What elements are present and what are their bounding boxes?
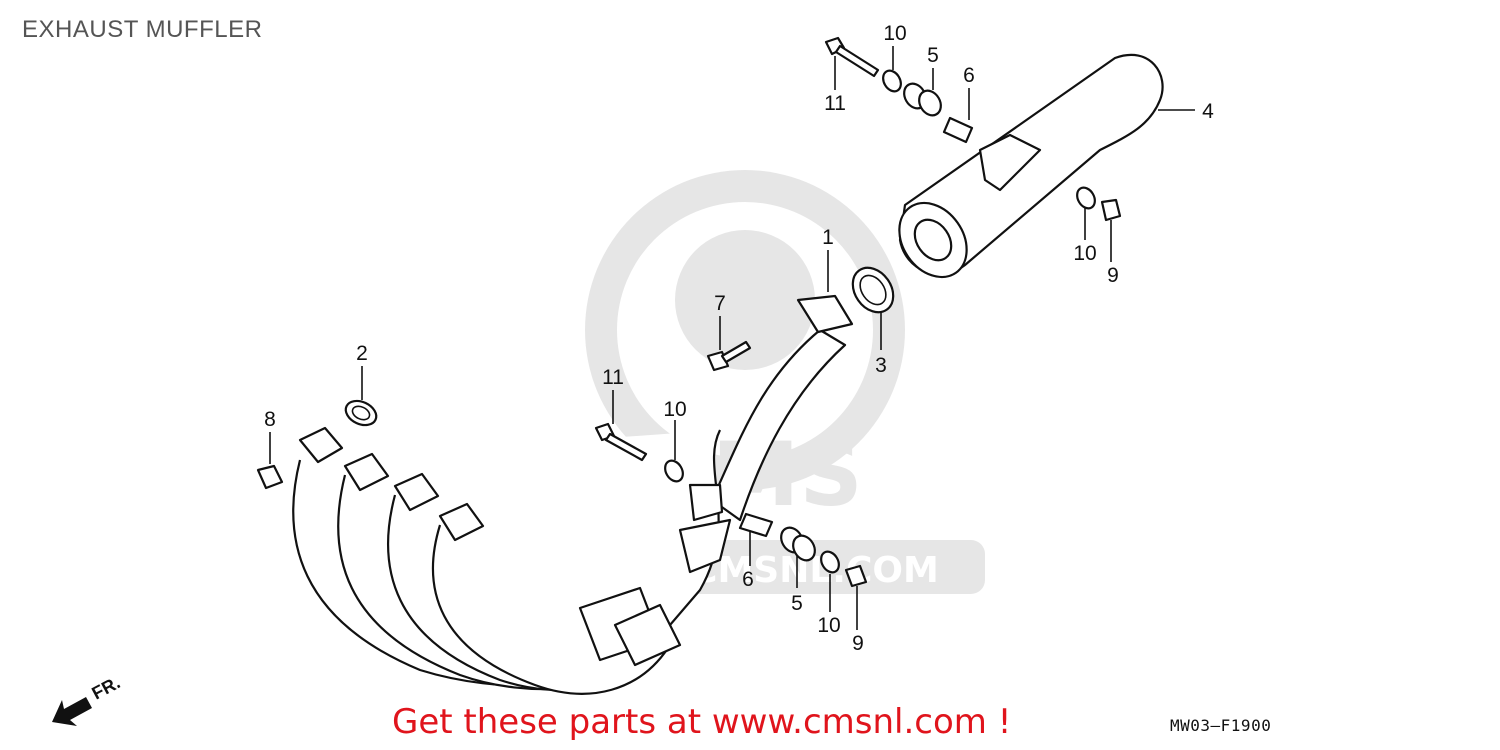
bolt-11-bottom — [594, 422, 648, 462]
callout-9-bottom: 9 — [852, 632, 864, 655]
callout-5-bottom: 5 — [791, 592, 803, 615]
diagram-code: MW03–F1900 — [1170, 716, 1272, 735]
callout-11-mid: 11 — [602, 366, 624, 389]
callout-2: 2 — [356, 342, 368, 365]
callout-11-top: 11 — [824, 92, 846, 115]
callout-10-top: 10 — [883, 22, 906, 45]
callout-5-top: 5 — [927, 44, 939, 67]
callout-7: 7 — [714, 292, 726, 315]
bolt-7 — [706, 340, 752, 372]
nut-8 — [256, 464, 284, 490]
callout-10-mid: 10 — [663, 398, 686, 421]
muffler-4 — [898, 53, 1164, 279]
callout-6-top: 6 — [963, 64, 975, 87]
callout-1: 1 — [822, 226, 834, 249]
promo-link[interactable]: Get these parts at www.cmsnl.com ! — [392, 702, 1012, 742]
exhaust-pipe-1 — [292, 294, 854, 695]
bolt-11-top — [824, 36, 880, 78]
front-direction-label: FR. — [88, 672, 123, 703]
front-arrow-icon — [52, 697, 92, 726]
gasket-3 — [851, 266, 895, 314]
callout-6-bottom: 6 — [742, 568, 754, 591]
leader-lines — [269, 46, 1195, 630]
callout-10-right: 10 — [1073, 242, 1096, 265]
callout-4: 4 — [1202, 100, 1214, 123]
callout-9-right: 9 — [1107, 264, 1119, 287]
washers-rubbers — [664, 69, 1122, 588]
callout-3: 3 — [875, 354, 887, 377]
gasket-2 — [344, 399, 378, 427]
callout-10-bottom: 10 — [817, 614, 840, 637]
callout-8: 8 — [264, 408, 276, 431]
diagram-title: EXHAUST MUFFLER — [22, 16, 263, 43]
